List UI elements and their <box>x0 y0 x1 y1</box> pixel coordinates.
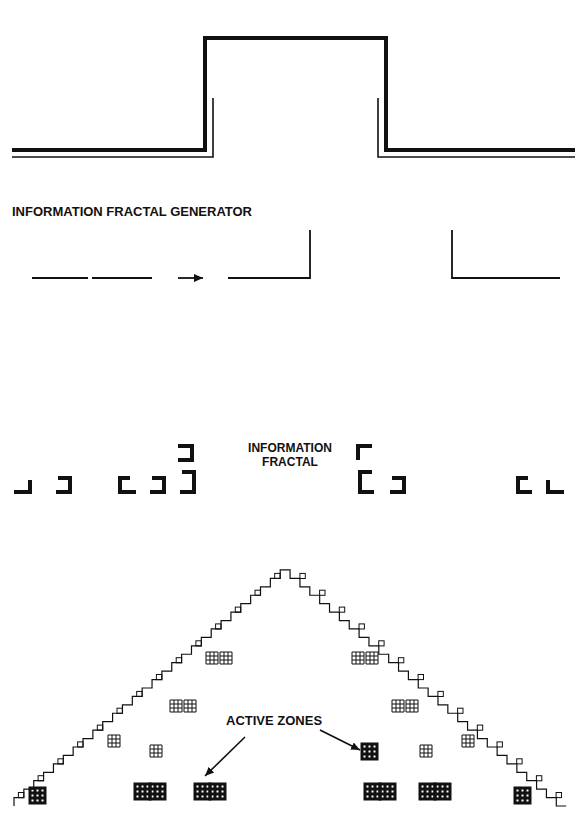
leader-arrow <box>320 730 360 750</box>
active-zone <box>195 784 210 799</box>
fractal-cluster <box>352 652 364 664</box>
stair-square <box>97 725 102 730</box>
stair-square <box>18 793 23 798</box>
pulse-outer <box>12 38 575 150</box>
stair-square <box>38 776 43 781</box>
stair-square <box>497 742 502 747</box>
fractal-cluster <box>170 700 182 712</box>
stair-square <box>438 691 443 696</box>
stair-square <box>196 641 201 646</box>
stair-square <box>398 658 403 663</box>
leader-arrow <box>205 737 245 776</box>
stair-square <box>517 759 522 764</box>
stair-square <box>78 742 83 747</box>
pulse-inner-right <box>378 98 575 157</box>
stair-square <box>176 658 181 663</box>
fractal-triangle <box>14 570 566 806</box>
stair-square <box>320 590 325 595</box>
fractal-generator <box>32 230 560 278</box>
stair-square <box>58 759 63 764</box>
fractal-cluster <box>462 735 474 747</box>
active-zone <box>380 784 395 799</box>
pulse-inner-left <box>12 98 213 157</box>
stair-square <box>235 607 240 612</box>
stair-square <box>275 573 280 578</box>
fractal-cluster <box>366 652 378 664</box>
fractal-cluster <box>392 700 404 712</box>
stair-square <box>359 624 364 629</box>
fractal-cluster <box>206 652 218 664</box>
stair-square <box>156 675 161 680</box>
stair-square <box>379 641 384 646</box>
stair-square <box>556 793 561 798</box>
stair-square <box>137 691 142 696</box>
stair-square <box>458 708 463 713</box>
staircase-outline <box>14 570 566 806</box>
stair-square <box>117 708 122 713</box>
stair-square <box>255 590 260 595</box>
active-zone <box>365 784 380 799</box>
fractal-cluster <box>108 735 120 747</box>
stair-square <box>339 607 344 612</box>
fractal-cluster <box>184 700 196 712</box>
active-zone <box>435 784 450 799</box>
stair-square <box>300 573 305 578</box>
section-title: INFORMATION FRACTAL <box>243 442 337 470</box>
fractal-cluster <box>150 745 162 757</box>
active-zone <box>420 784 435 799</box>
stair-square <box>216 624 221 629</box>
active-zone <box>515 788 530 803</box>
fractal-cluster <box>220 652 232 664</box>
fractal-cluster <box>420 745 432 757</box>
stair-square <box>536 776 541 781</box>
active-zone <box>30 788 45 803</box>
fractal-cluster <box>406 700 418 712</box>
active-zone <box>150 784 165 799</box>
stair-square <box>477 725 482 730</box>
active-zone <box>135 784 150 799</box>
active-zone <box>210 784 225 799</box>
active-zone <box>362 744 377 759</box>
callout-label: ACTIVE ZONES <box>226 714 322 729</box>
section-title: INFORMATION FRACTAL GENERATOR <box>12 205 252 220</box>
stair-square <box>418 675 423 680</box>
